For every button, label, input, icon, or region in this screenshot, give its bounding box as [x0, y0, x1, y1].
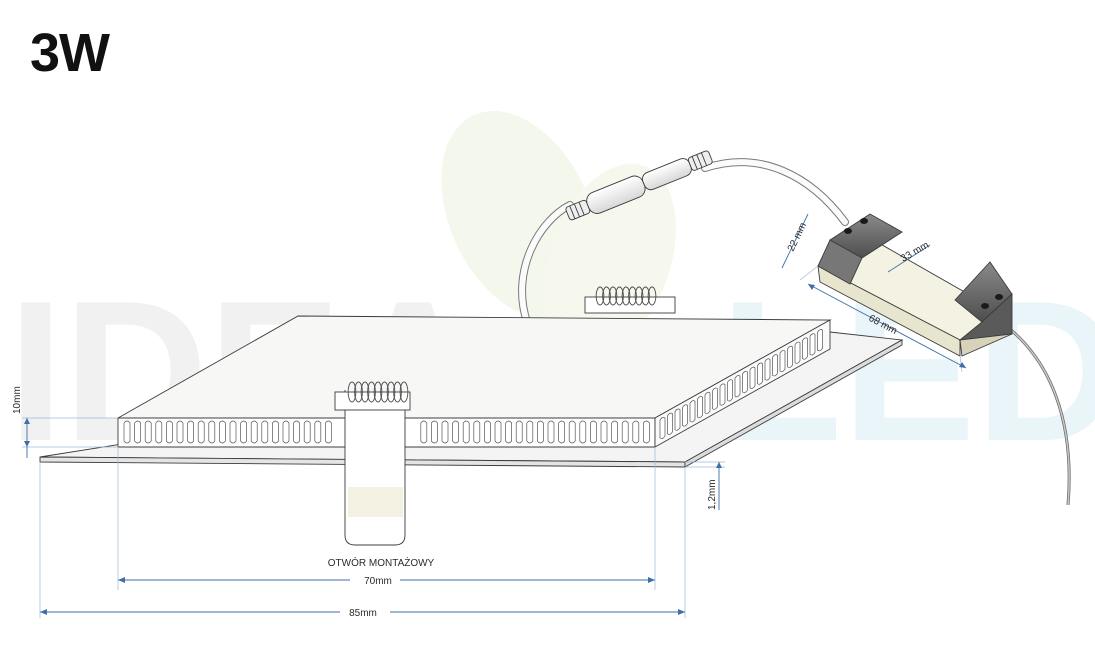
power-cable	[518, 158, 1071, 506]
cooling-fins-side	[659, 329, 823, 440]
screw-icon-3	[981, 303, 989, 309]
spring-coil-back	[595, 286, 657, 306]
cutout-caption: OTWÓR MONTAŻOWY	[328, 556, 435, 569]
cooling-fins-front	[123, 420, 650, 444]
spring-coil-front	[347, 381, 409, 403]
thickness-label: 1,2mm	[707, 479, 718, 510]
total-width-label: 85mm	[349, 608, 377, 619]
page-title: 3W	[30, 23, 110, 83]
cable-connector	[565, 150, 713, 221]
screw-icon-2	[860, 218, 868, 224]
spring-clip-back	[584, 286, 676, 314]
led-driver	[817, 213, 1013, 357]
screw-icon-4	[995, 294, 1003, 300]
screw-icon	[844, 228, 852, 234]
cutout-width-label: 70mm	[364, 576, 392, 587]
led-panel	[39, 315, 904, 468]
height-label: 10mm	[12, 386, 23, 414]
driver-height-label: 22 mm	[786, 221, 809, 253]
spring-clip-front	[334, 381, 411, 546]
